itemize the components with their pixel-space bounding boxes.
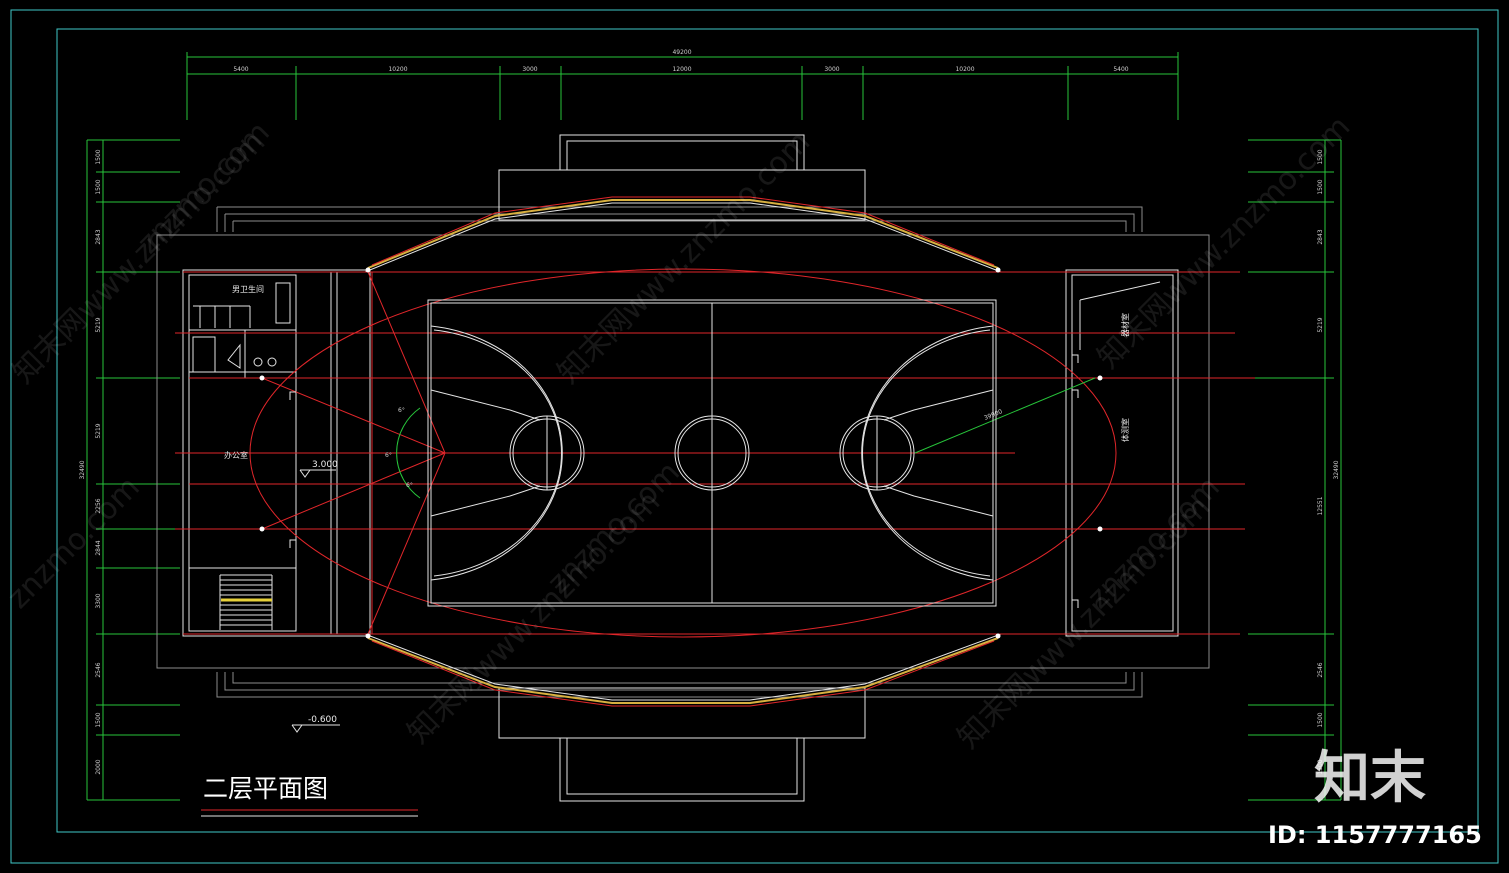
basketball-court xyxy=(427,299,997,607)
dim-top-3: 3000 xyxy=(522,66,537,73)
entrance-blocks xyxy=(498,134,866,802)
column-markers xyxy=(259,267,1103,639)
dim-right-total: 32490 xyxy=(1333,460,1340,479)
right-dimension-chain xyxy=(1248,139,1342,801)
dim-left-11: 2000 xyxy=(95,759,102,774)
dim-left-7: 2844 xyxy=(95,540,102,555)
door-symbols xyxy=(289,354,1079,608)
dim-right-1: 1500 xyxy=(1317,149,1324,164)
dim-left-9: 2546 xyxy=(95,662,102,677)
watermark-6: 知末网www.znzmo.com xyxy=(401,484,667,750)
dim-left-4: 5219 xyxy=(95,317,102,332)
top-dimension-chain xyxy=(186,52,1179,120)
dim-right-7: 1500 xyxy=(1317,759,1324,774)
level-mark-office-symbol xyxy=(299,469,336,478)
dim-top-6: 10200 xyxy=(955,66,974,73)
arena-shell-outer xyxy=(364,202,1002,701)
dim-top-1: 5400 xyxy=(233,66,248,73)
brand-logo: 知末 xyxy=(1314,746,1426,811)
inner-frame xyxy=(56,28,1479,833)
dim-right-4: 5219 xyxy=(1317,317,1324,332)
arena-shell-red xyxy=(371,196,995,707)
dim-left-3: 2843 xyxy=(95,229,102,244)
dim-top-total: 49200 xyxy=(672,49,691,56)
level-mark-ground: -0.600 xyxy=(308,715,337,725)
image-id: ID: 1157777165 xyxy=(1268,821,1482,849)
stair xyxy=(219,574,273,630)
angle-label-3: 6° xyxy=(406,482,413,489)
room-label-office: 办公室 xyxy=(224,450,248,460)
axis-lines xyxy=(175,271,1255,635)
dim-right-mid: 12551 xyxy=(1317,496,1324,515)
dim-right-6: 1500 xyxy=(1317,712,1324,727)
layout-ellipse xyxy=(249,268,1117,638)
dim-top-7: 5400 xyxy=(1113,66,1128,73)
outer-frame xyxy=(10,9,1499,864)
angle-label-1: 6° xyxy=(398,407,405,414)
room-label-right-top: 器材室 xyxy=(1120,313,1130,337)
arena-shell-gold xyxy=(367,199,999,704)
drawing-title: 二层平面图 xyxy=(203,774,328,803)
angle-label-2: 6° xyxy=(385,452,392,459)
building-outline xyxy=(156,206,1210,698)
dim-left-total: 32490 xyxy=(79,460,86,479)
dim-left-10: 1500 xyxy=(95,712,102,727)
dim-right-5: 2546 xyxy=(1317,662,1324,677)
room-label-restroom: 男卫生间 xyxy=(232,284,264,294)
dim-right-2: 1500 xyxy=(1317,179,1324,194)
dim-top-5: 3000 xyxy=(824,66,839,73)
dim-left-5: 5219 xyxy=(95,423,102,438)
dim-top-2: 10200 xyxy=(388,66,407,73)
radius-leader xyxy=(914,377,1096,454)
dim-right-3: 2843 xyxy=(1317,229,1324,244)
angle-arc xyxy=(396,407,421,499)
dim-left-8: 3300 xyxy=(95,593,102,608)
watermark-3: znzmo.com xyxy=(1,470,147,616)
watermark-2: 知末网www.znzmo.com xyxy=(6,124,272,390)
dim-top-4: 12000 xyxy=(672,66,691,73)
dim-left-1: 1500 xyxy=(95,149,102,164)
dim-left-2: 1500 xyxy=(95,179,102,194)
construction-rays xyxy=(261,271,446,635)
dim-left-6: 2256 xyxy=(95,498,102,513)
left-dimension-chain xyxy=(86,139,180,801)
watermark-4: 知末网www.znzmo.com xyxy=(551,124,817,390)
room-label-right-bottom: 体测室 xyxy=(1120,418,1130,442)
level-mark-office: 3.000 xyxy=(312,460,338,470)
level-mark-ground-symbol xyxy=(291,724,340,733)
